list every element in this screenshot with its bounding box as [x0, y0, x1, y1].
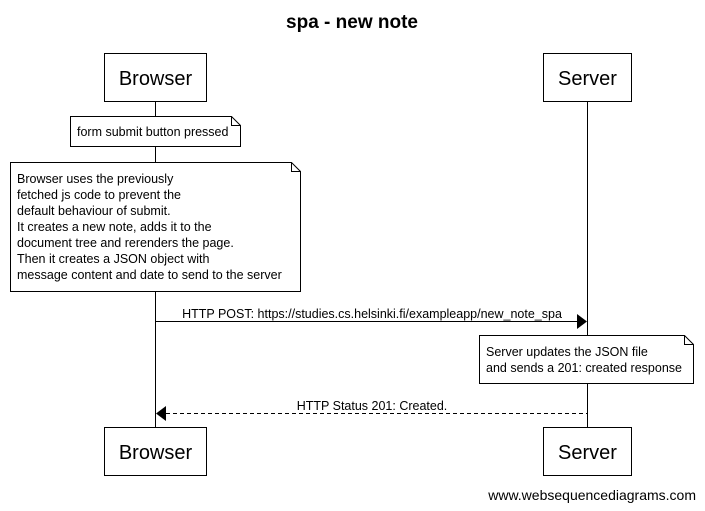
note-line: Server updates the JSON file [486, 345, 648, 359]
note-line: form submit button pressed [77, 125, 229, 139]
server-actor-bottom-label: Server [558, 442, 617, 464]
browser-actor-top-label: Browser [119, 68, 193, 90]
arrowhead-icon [577, 314, 587, 329]
note-browser-js: Browser uses the previously fetched js c… [10, 162, 301, 292]
note-server-update-text: Server updates the JSON file and sends a… [486, 345, 682, 375]
diagram-title: spa - new note [286, 12, 418, 33]
note-line: default behaviour of submit. [17, 204, 171, 218]
browser-actor-top: Browser [104, 53, 207, 102]
browser-actor-bottom: Browser [104, 427, 207, 476]
note-line: fetched js code to prevent the [17, 188, 181, 202]
note-line: and sends a 201: created response [486, 361, 682, 375]
server-actor-bottom: Server [543, 427, 632, 476]
note-submit-text: form submit button pressed [77, 125, 229, 139]
server-actor-top: Server [543, 53, 632, 102]
note-line: document tree and rerenders the page. [17, 236, 234, 250]
note-server-update: Server updates the JSON file and sends a… [479, 335, 694, 384]
message-http-201: HTTP Status 201: Created. [156, 399, 587, 421]
message-http-post: HTTP POST: https://studies.cs.helsinki.f… [156, 307, 587, 329]
note-line: Then it creates a JSON object with [17, 252, 209, 266]
note-submit: form submit button pressed [70, 116, 241, 147]
message-http-201-label: HTTP Status 201: Created. [297, 399, 448, 413]
arrowhead-icon [156, 406, 166, 421]
note-line: message content and date to send to the … [17, 268, 282, 282]
server-actor-top-label: Server [558, 68, 617, 90]
browser-actor-bottom-label: Browser [119, 442, 193, 464]
note-line: Browser uses the previously [17, 172, 174, 186]
footer-watermark: www.websequencediagrams.com [487, 487, 696, 503]
note-browser-js-text: Browser uses the previously fetched js c… [17, 172, 282, 282]
message-http-post-label: HTTP POST: https://studies.cs.helsinki.f… [182, 307, 562, 321]
note-line: It creates a new note, adds it to the [17, 220, 212, 234]
